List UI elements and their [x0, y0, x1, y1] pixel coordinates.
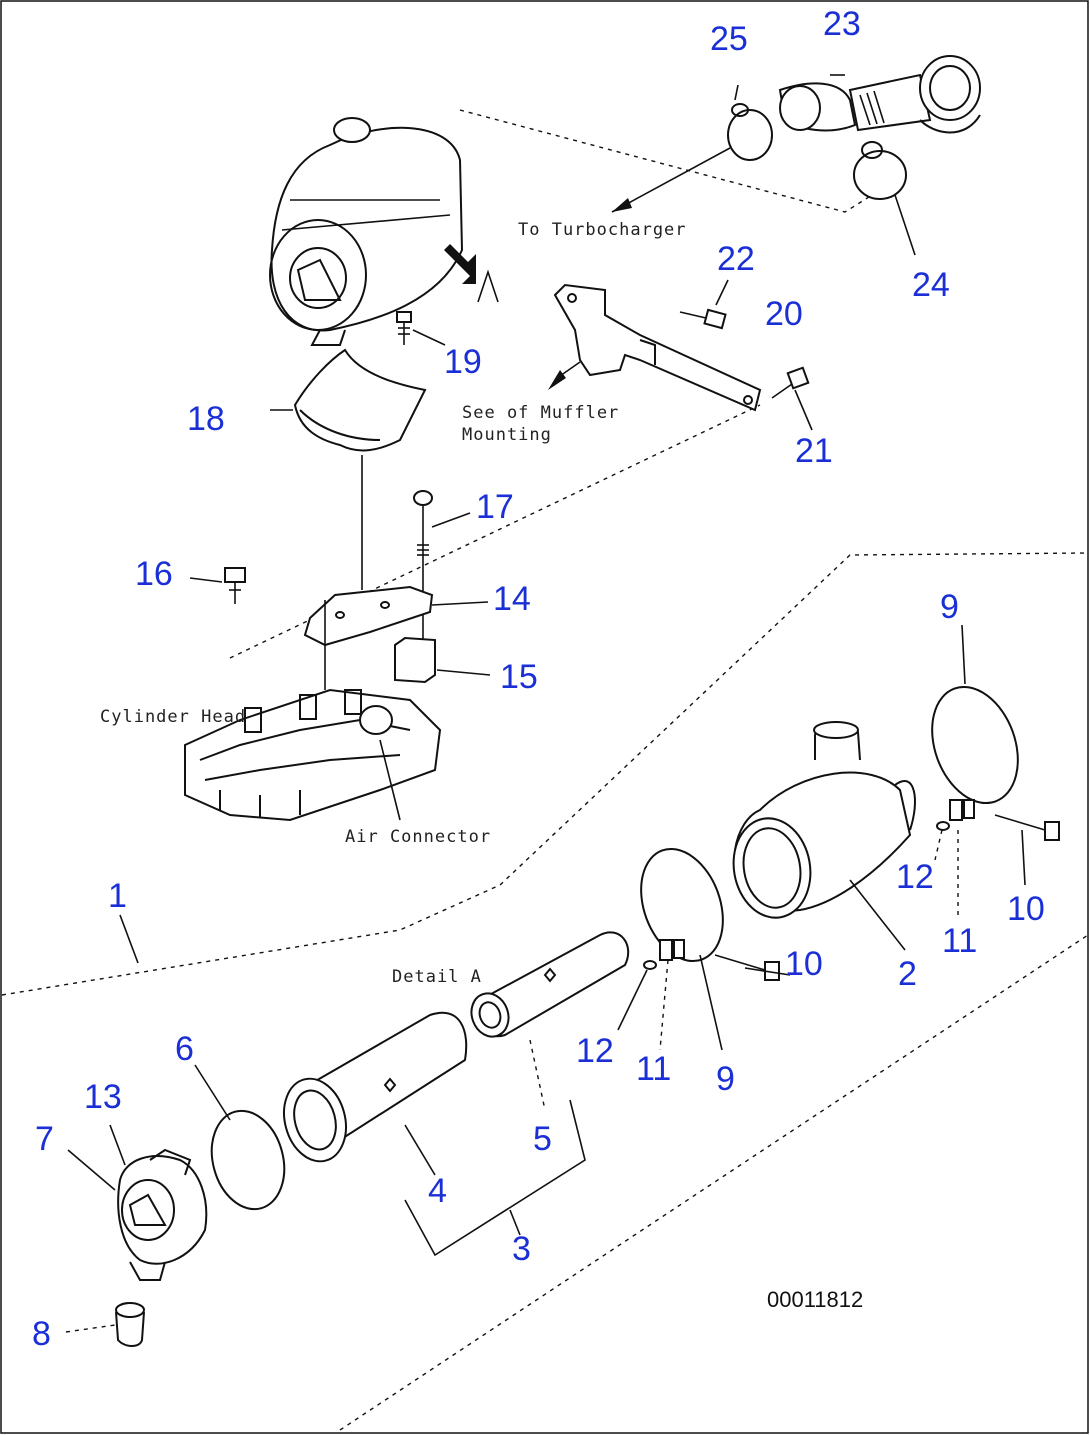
drawing-number: 00011812	[767, 1287, 863, 1312]
turbo-arrow-line	[611, 147, 731, 213]
callout-9-upper: 9	[940, 588, 959, 626]
block-15	[394, 636, 491, 684]
valve-8	[65, 1302, 145, 1347]
callout-17: 17	[476, 488, 514, 526]
callout-23: 23	[823, 5, 861, 43]
leader-12-lower	[617, 969, 648, 1031]
washer-12-upper	[936, 821, 950, 831]
turbo-arrow-head	[612, 198, 632, 212]
bracket-20	[553, 283, 762, 412]
bracket-3	[404, 1099, 586, 1257]
view-arrow	[444, 244, 476, 284]
callout-8: 8	[32, 1315, 51, 1353]
cover-18	[270, 348, 427, 452]
callout-3: 3	[512, 1230, 531, 1268]
label-see-muffler-1: See of Muffler	[462, 403, 619, 423]
callout-2: 2	[898, 955, 917, 993]
cover-7	[67, 1124, 208, 1281]
callout-4: 4	[428, 1172, 447, 1210]
label-cylinder-head: Cylinder Head	[100, 707, 246, 727]
callout-25: 25	[710, 20, 748, 58]
callout-22: 22	[717, 240, 755, 278]
callout-15: 15	[500, 658, 538, 696]
muffler-arrow-line	[559, 361, 581, 377]
label-to-turbocharger: To Turbocharger	[518, 220, 687, 240]
cylinder-head	[184, 688, 442, 822]
callout-10-upper: 10	[1007, 890, 1045, 928]
callout-11-upper: 11	[942, 922, 977, 960]
callout-7: 7	[35, 1120, 54, 1158]
leader-3	[509, 1209, 521, 1236]
bolt-10-upper	[994, 814, 1060, 886]
air-cleaner-assembly	[269, 117, 464, 346]
bolt-21	[771, 366, 813, 431]
bolt-17	[413, 490, 471, 640]
callout-9-lower: 9	[716, 1060, 735, 1098]
inner-element-5	[470, 931, 630, 1111]
label-air-connector: Air Connector	[345, 827, 491, 847]
callout-19: 19	[444, 343, 482, 381]
leader-1	[119, 914, 139, 964]
leader-11-lower	[659, 959, 669, 1051]
callout-6: 6	[175, 1030, 194, 1068]
label-see-muffler-2: Mounting	[462, 425, 552, 445]
callout-14: 14	[493, 580, 531, 618]
band-9-upper	[931, 624, 1019, 821]
detail-boundary	[1, 552, 1089, 996]
oring-6	[194, 1064, 286, 1211]
outer-element-4	[283, 1011, 468, 1176]
bracket-plate-14	[303, 585, 489, 647]
view-arrow-outline	[477, 269, 499, 303]
label-detail-a: Detail A	[392, 967, 482, 987]
duct-group	[727, 55, 981, 256]
callout-18: 18	[187, 400, 225, 438]
callout-1: 1	[108, 877, 127, 915]
bolt-22	[679, 279, 729, 330]
band-9-lower	[640, 847, 724, 1051]
callout-10-lower: 10	[785, 945, 823, 983]
detail-boundary-lower	[339, 934, 1089, 1431]
callout-11-lower: 11	[636, 1050, 671, 1088]
callout-20: 20	[765, 295, 803, 333]
callout-12-lower: 12	[576, 1032, 614, 1070]
bolt-10-lower	[714, 954, 791, 981]
leader-12-upper	[934, 829, 943, 861]
housing-2	[732, 721, 916, 951]
bolt-19	[396, 311, 446, 346]
callout-24: 24	[912, 266, 950, 304]
callout-21: 21	[795, 432, 833, 470]
callout-13: 13	[84, 1078, 122, 1116]
bolt-16	[189, 567, 246, 604]
callout-5: 5	[533, 1120, 552, 1158]
section-divider-upper	[229, 404, 761, 659]
callout-16: 16	[135, 555, 173, 593]
callout-12-upper: 12	[896, 858, 934, 896]
washer-12-lower	[643, 960, 657, 970]
